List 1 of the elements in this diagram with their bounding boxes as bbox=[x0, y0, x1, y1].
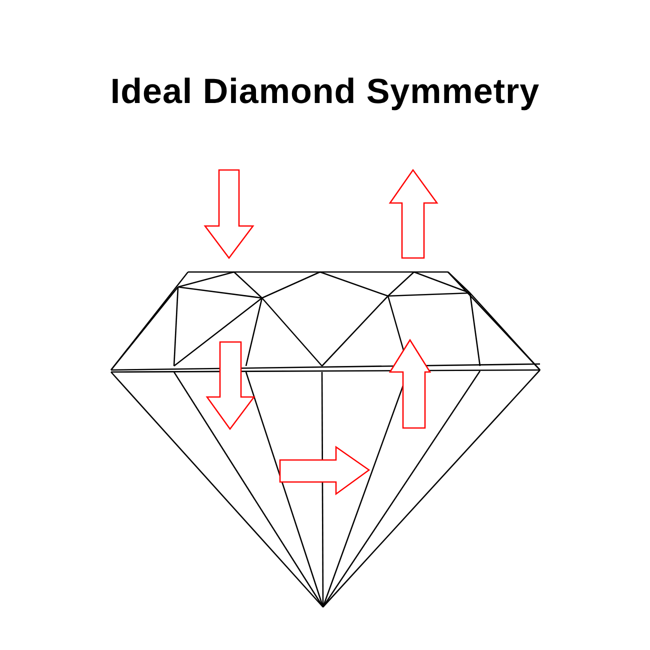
diagram-title: Ideal Diamond Symmetry bbox=[110, 72, 540, 112]
